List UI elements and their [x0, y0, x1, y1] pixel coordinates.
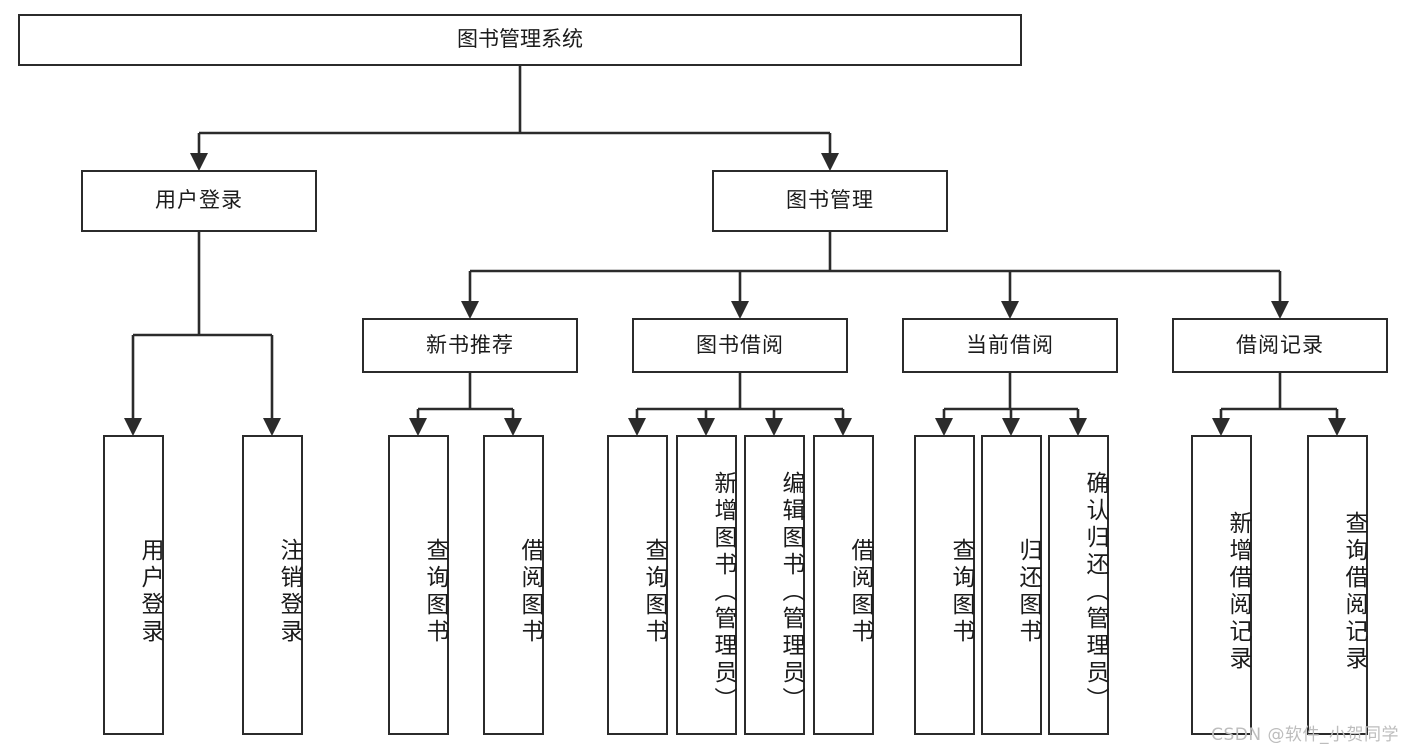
node-label: 借阅记录: [1236, 332, 1324, 357]
node-label: 用户登录: [137, 538, 163, 646]
leaf-borrow-query-books[interactable]: 查询图书: [607, 435, 668, 735]
leaf-new-book-query-books[interactable]: 查询图书: [388, 435, 449, 735]
node-label: 查询图书: [641, 538, 667, 646]
leaf-current-return-books[interactable]: 归还图书: [981, 435, 1042, 735]
leaf-borrow-add-book-admin[interactable]: 新增图书（管理员）: [676, 435, 737, 735]
node-label: 借阅图书: [517, 538, 543, 646]
node-label: 注销登录: [276, 538, 302, 646]
node-root-book-management-system[interactable]: 图书管理系统: [18, 14, 1022, 66]
leaf-current-confirm-return-admin[interactable]: 确认归还（管理员）: [1048, 435, 1109, 735]
node-borrowing-record[interactable]: 借阅记录: [1172, 318, 1388, 373]
node-label: 查询借阅记录: [1341, 511, 1367, 673]
node-current-borrowing[interactable]: 当前借阅: [902, 318, 1118, 373]
leaf-user-login-logout[interactable]: 注销登录: [242, 435, 303, 735]
node-label: 借阅图书: [847, 538, 873, 646]
node-label: 新书推荐: [426, 332, 514, 357]
node-book-borrowing[interactable]: 图书借阅: [632, 318, 848, 373]
leaf-record-add-borrow-record[interactable]: 新增借阅记录: [1191, 435, 1252, 735]
node-label: 图书管理: [786, 188, 874, 213]
node-label: 编辑图书（管理员）: [778, 470, 804, 714]
node-label: 图书管理系统: [457, 27, 583, 52]
node-user-login[interactable]: 用户登录: [81, 170, 317, 232]
node-label: 用户登录: [155, 188, 243, 213]
node-label: 当前借阅: [966, 332, 1054, 357]
node-label: 查询图书: [422, 538, 448, 646]
node-label: 新增借阅记录: [1225, 511, 1251, 673]
node-label: 确认归还（管理员）: [1082, 470, 1108, 714]
leaf-new-book-borrow-books[interactable]: 借阅图书: [483, 435, 544, 735]
leaf-borrow-borrow-books[interactable]: 借阅图书: [813, 435, 874, 735]
node-new-book-recommendation[interactable]: 新书推荐: [362, 318, 578, 373]
leaf-borrow-edit-book-admin[interactable]: 编辑图书（管理员）: [744, 435, 805, 735]
node-label: 查询图书: [948, 538, 974, 646]
node-label: 图书借阅: [696, 332, 784, 357]
node-book-management[interactable]: 图书管理: [712, 170, 948, 232]
leaf-record-query-borrow-record[interactable]: 查询借阅记录: [1307, 435, 1368, 735]
leaf-current-query-books[interactable]: 查询图书: [914, 435, 975, 735]
node-label: 新增图书（管理员）: [710, 470, 736, 714]
node-label: 归还图书: [1015, 538, 1041, 646]
leaf-user-login-login[interactable]: 用户登录: [103, 435, 164, 735]
